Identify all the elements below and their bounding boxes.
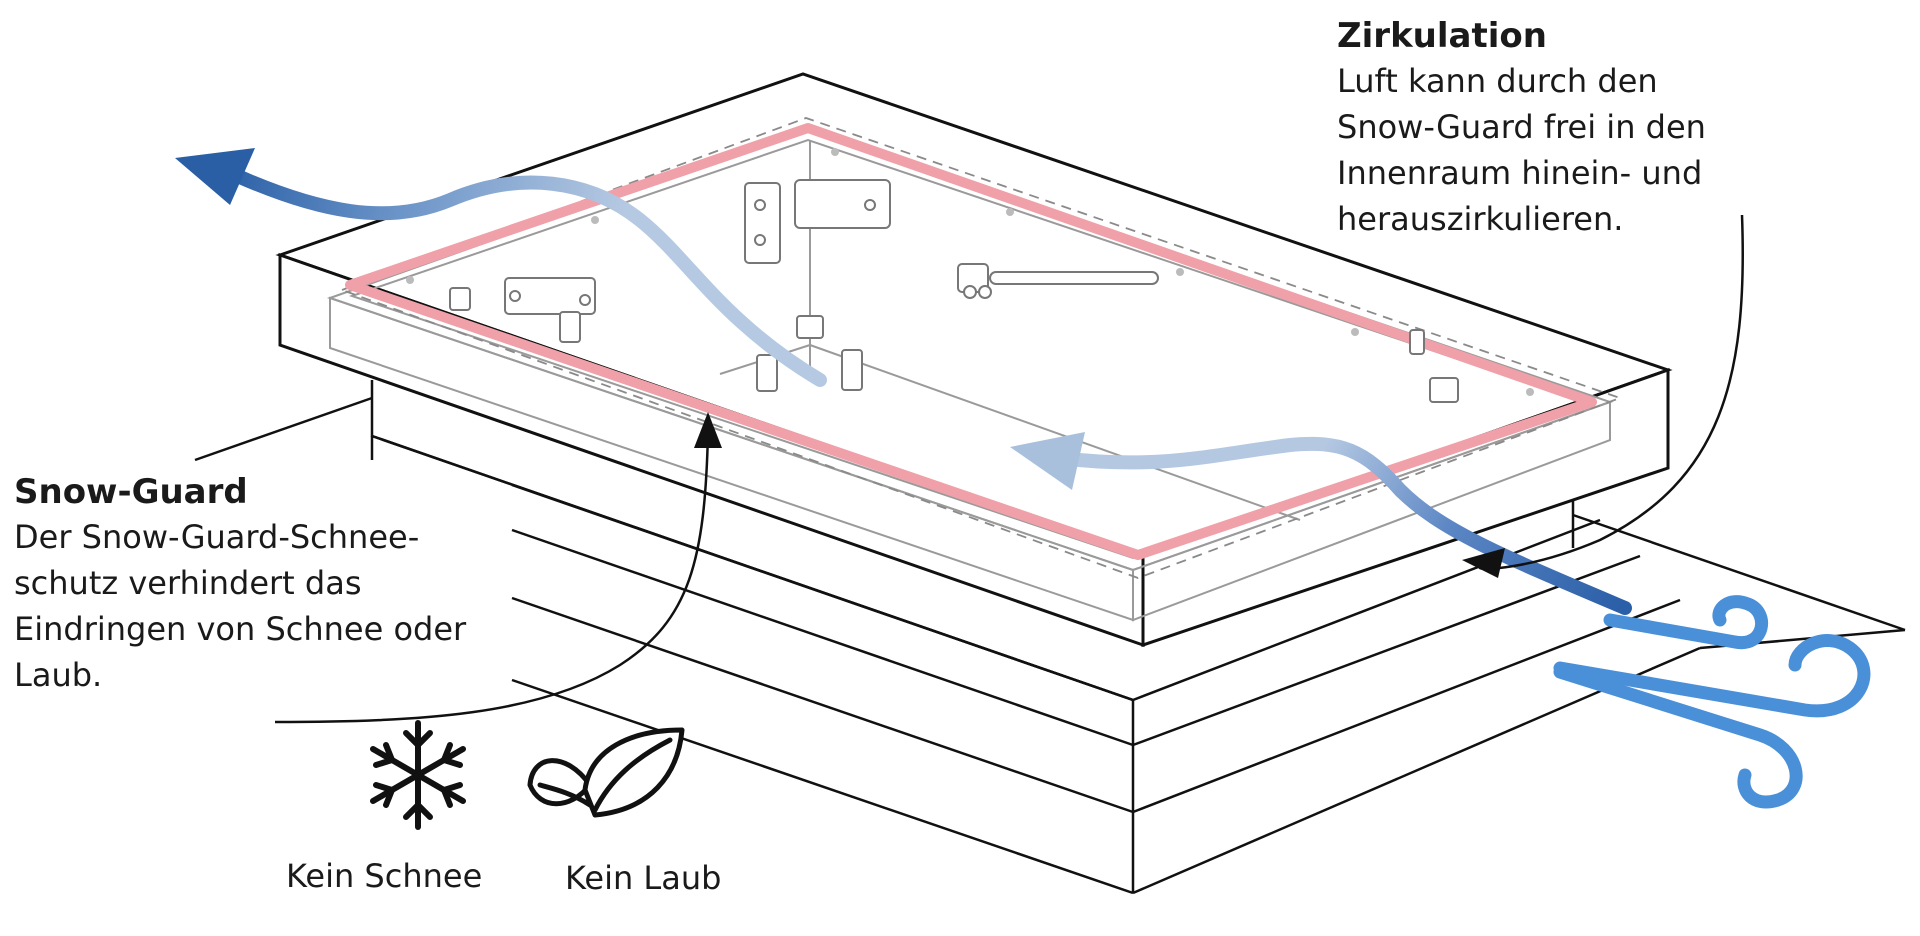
- zirkulation-title: Zirkulation: [1337, 16, 1547, 56]
- zirkulation-line: Innenraum hinein- und: [1337, 154, 1703, 192]
- zirkulation-line: Luft kann durch den: [1337, 62, 1658, 100]
- airflow-exit-arrowhead: [175, 148, 255, 205]
- bracket-1: [796, 315, 824, 339]
- airflow-inlet-path: [1053, 436, 1632, 615]
- snowguard-line: Eindringen von Schnee oder: [14, 610, 467, 648]
- hinge-center: [744, 179, 891, 264]
- snowguard-arrowhead: [694, 412, 722, 448]
- bracket-2: [841, 349, 863, 391]
- snowguard-line: Laub.: [14, 656, 103, 694]
- snowguard-leader: [274, 431, 710, 724]
- zirkulation-callout: Zirkulation Luft kann durch den Snow-Gua…: [1337, 14, 1706, 242]
- airflow: [175, 148, 1632, 615]
- rivets: [406, 148, 1534, 396]
- leaf-icon: [527, 727, 685, 818]
- hardware: [406, 148, 1534, 403]
- curb-base: [370, 380, 1701, 895]
- snow-caption: Kein Schnee: [286, 857, 483, 895]
- dashed-perimeter: [339, 117, 1623, 579]
- zirkulation-line: Snow-Guard frei in den: [1337, 108, 1706, 146]
- snowguard-line: schutz verhindert das: [14, 564, 362, 602]
- snowguard-callout: Snow-Guard Der Snow-Guard-Schnee- schutz…: [14, 470, 466, 698]
- snowguard-line: Der Snow-Guard-Schnee-: [14, 518, 420, 556]
- snow-guard-seal: [345, 123, 1597, 560]
- airflow-inlet-arrowhead: [1010, 432, 1085, 490]
- leaf-caption: Kein Laub: [565, 859, 722, 897]
- airflow-exit-path: [213, 161, 827, 387]
- gas-strut: [957, 263, 1159, 299]
- bracket-4: [1429, 377, 1459, 403]
- wind-icon: [1553, 595, 1871, 809]
- zirkulation-line: herauszirkulieren.: [1337, 200, 1624, 238]
- bracket-3: [756, 354, 778, 392]
- bracket-5: [1409, 329, 1425, 355]
- hinge-left: [449, 277, 596, 343]
- zirkulation-arrowhead: [1462, 548, 1505, 578]
- snowflake-icon: [370, 720, 466, 830]
- snowguard-title: Snow-Guard: [14, 472, 248, 512]
